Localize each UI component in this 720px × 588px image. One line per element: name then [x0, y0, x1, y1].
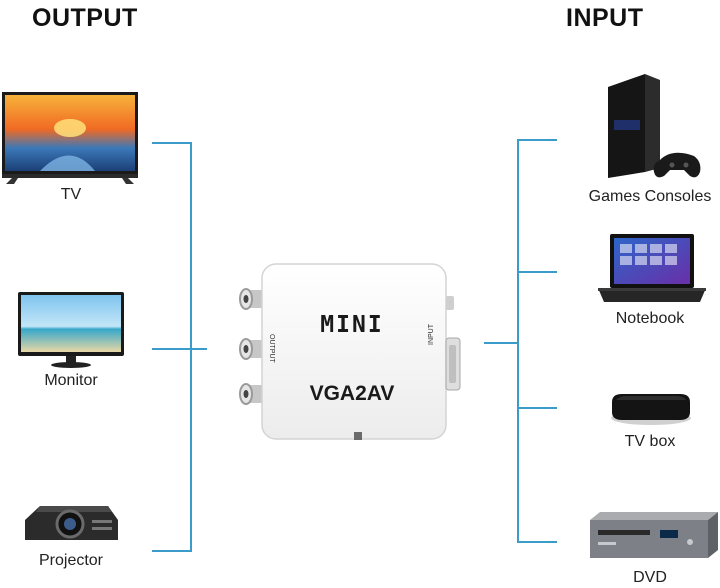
input-device-label-tv-box: TV box: [624, 433, 676, 450]
input-connector-lines: [484, 139, 557, 543]
vga2av-adapter: MINI VGA2AV OUTPUT INPUT: [239, 263, 461, 440]
tv-icon: [2, 92, 138, 184]
projector-icon: [25, 506, 118, 540]
tv-box-icon: [611, 394, 691, 425]
output-device-label-tv: TV: [60, 186, 82, 203]
laptop-icon: [598, 234, 706, 302]
input-device-label-games-consoles: Games Consoles: [588, 188, 712, 205]
adapter-output-port-label: OUTPUT: [268, 334, 275, 364]
vga-input-port: [445, 337, 461, 391]
output-device-label-monitor: Monitor: [44, 372, 98, 389]
input-device-label-notebook: Notebook: [615, 310, 685, 327]
rca-output-jacks: [239, 288, 253, 405]
dvd-player-icon: [590, 512, 718, 558]
game-console-icon: [608, 74, 701, 178]
input-device-label-dvd: DVD: [633, 569, 667, 586]
output-device-label-projector: Projector: [38, 552, 104, 569]
output-connector-lines: [152, 142, 207, 552]
output-heading: OUTPUT: [32, 4, 138, 32]
adapter-model-label: VGA2AV: [310, 382, 395, 405]
monitor-icon: [18, 292, 124, 368]
adapter-input-port-label: INPUT: [428, 323, 435, 345]
adapter-brand-label: MINI: [320, 312, 383, 338]
input-heading: INPUT: [566, 4, 644, 32]
